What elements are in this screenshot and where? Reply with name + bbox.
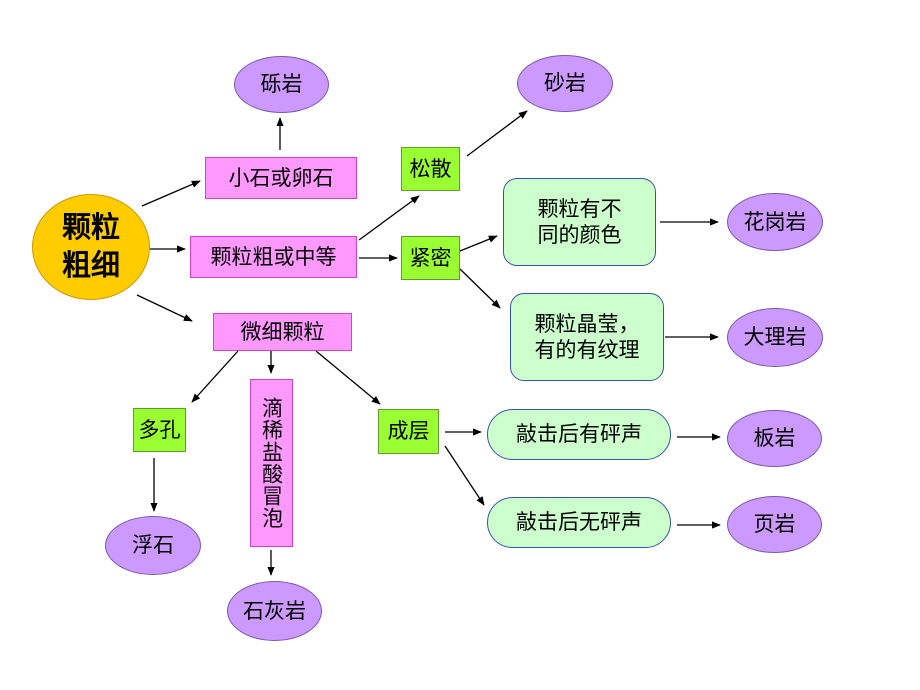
node-loose: 松散 [401, 147, 460, 191]
node-slate: 板岩 [727, 410, 822, 467]
node-porous: 多孔 [133, 408, 186, 452]
crystalline-line-2: 有的有纹理 [534, 338, 640, 362]
node-layered: 成层 [378, 409, 439, 454]
different-colors-line-2: 同的颜色 [537, 223, 622, 247]
node-different-colors: 颗粒有不 同的颜色 [503, 178, 656, 266]
node-sandstone: 砂岩 [517, 55, 613, 112]
root-line-2: 粗细 [61, 248, 120, 282]
node-limestone: 石灰岩 [227, 581, 322, 641]
node-conglomerate: 砾岩 [234, 56, 329, 113]
node-dense: 紧密 [401, 236, 460, 280]
edge-layered-nocrisp [444, 445, 485, 506]
edge-medium-loose [358, 195, 420, 241]
edge-root-fine [136, 294, 193, 322]
node-acid-bubbles: 滴稀盐酸冒泡 [250, 379, 293, 547]
node-medium-grain: 颗粒粗或中等 [190, 236, 357, 278]
different-colors-line-1: 颗粒有不 [537, 196, 622, 221]
edge-fine-porous [191, 350, 239, 403]
node-fine-grain: 微细颗粒 [213, 313, 352, 351]
node-pumice: 浮石 [105, 516, 201, 575]
node-crisp-sound: 敲击后有砰声 [487, 409, 671, 460]
edge-fine-layered [315, 350, 381, 405]
node-pebbles: 小石或卵石 [205, 157, 357, 199]
node-shale: 页岩 [727, 496, 822, 553]
root-line-1: 颗粒 [61, 210, 120, 245]
edge-dense-colors [459, 235, 498, 252]
node-no-crisp-sound: 敲击后无砰声 [487, 497, 671, 548]
crystalline-line-1: 颗粒晶莹， [534, 311, 640, 336]
node-marble: 大理岩 [727, 308, 823, 367]
root-node-grain-size: 颗粒 粗细 [32, 194, 150, 300]
edge-loose-sandstone [466, 110, 528, 157]
edge-dense-crystal [459, 268, 501, 309]
edge-root-pebbles [141, 180, 201, 207]
node-granite: 花岗岩 [727, 193, 823, 251]
node-crystalline: 颗粒晶莹， 有的有纹理 [510, 293, 664, 381]
